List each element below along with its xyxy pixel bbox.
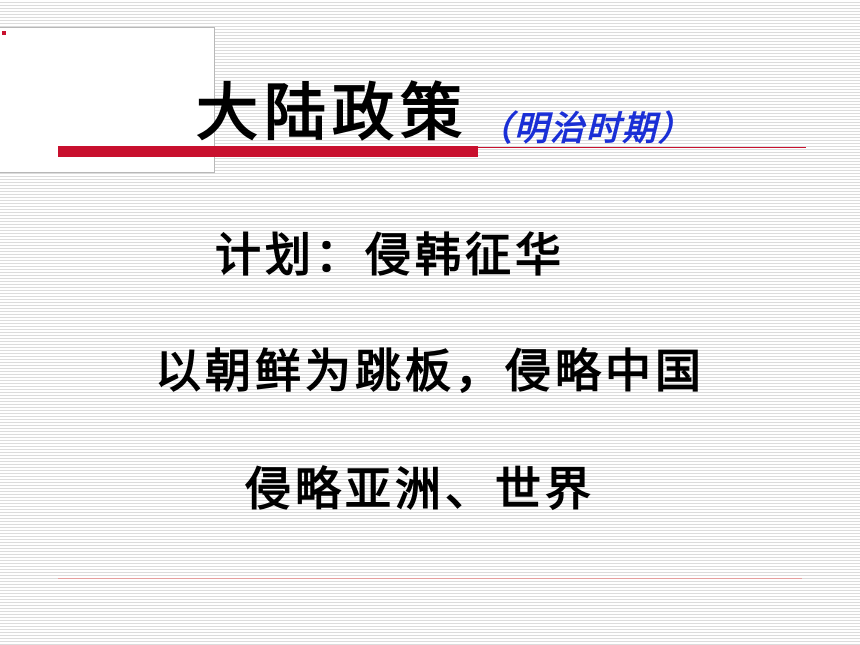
title-underline-rule bbox=[478, 147, 806, 148]
content-line-plan: 计划：侵韩征华 bbox=[215, 228, 565, 282]
thumbnail-marker bbox=[2, 31, 6, 35]
footer-rule bbox=[58, 578, 802, 579]
slide-title: 大陆政策 bbox=[196, 76, 469, 149]
content-line-korea: 以朝鲜为跳板，侵略中国 bbox=[155, 344, 705, 398]
content-line-asia: 侵略亚洲、世界 bbox=[245, 462, 595, 516]
slide-subtitle: （明治时期） bbox=[478, 109, 694, 149]
title-underline-bar bbox=[58, 146, 478, 157]
